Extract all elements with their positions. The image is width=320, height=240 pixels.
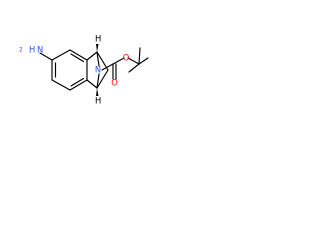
boc-group xyxy=(101,47,149,80)
bond-tbu-methyl-3 xyxy=(128,63,140,73)
bond-c1-bridgehead xyxy=(86,51,98,61)
bicyclic-bridge xyxy=(86,44,109,96)
stereo-wedge-top xyxy=(96,44,99,52)
bond-tbu-methyl-1 xyxy=(138,57,149,65)
amine-n-label: N xyxy=(37,45,43,55)
bond-bottom-bridgehead-ch2 xyxy=(96,69,109,89)
bond-amine xyxy=(39,52,53,61)
carbonyl-o-label: O xyxy=(111,78,118,88)
bond-carbonyl-ester-o xyxy=(112,57,125,65)
ester-o-label: O xyxy=(123,53,130,63)
amine-h-count: 2 xyxy=(19,47,23,54)
bond-ring-double-2 xyxy=(70,77,85,87)
bridge-n-label: N xyxy=(95,65,101,75)
bond-bottom-bridgehead-n xyxy=(96,73,100,89)
bond-ring-1 xyxy=(51,49,71,61)
bond-c4-bridgehead xyxy=(86,79,98,89)
amine-group: N H 2 xyxy=(19,45,43,55)
amine-h-label: H xyxy=(29,45,35,55)
stereo-wedge-bottom xyxy=(96,88,99,96)
bond-ring-3 xyxy=(51,79,71,91)
benzene-ring xyxy=(51,49,88,91)
bond-ring-4 xyxy=(69,79,88,91)
bond-n-carbonyl xyxy=(101,63,114,71)
stereo-h-bottom: H xyxy=(95,96,101,106)
bond-top-bridgehead-n xyxy=(96,51,100,67)
bond-ring-double-3 xyxy=(70,53,85,63)
chemical-structure: N H 2 H H N O O xyxy=(19,34,149,106)
bond-top-bridgehead-ch2 xyxy=(96,51,109,71)
bond-ring-6 xyxy=(69,49,88,61)
bond-tbu-methyl-2 xyxy=(138,47,141,65)
stereo-h-top: H xyxy=(95,34,101,44)
bond-ester-o-tbu xyxy=(127,57,140,65)
